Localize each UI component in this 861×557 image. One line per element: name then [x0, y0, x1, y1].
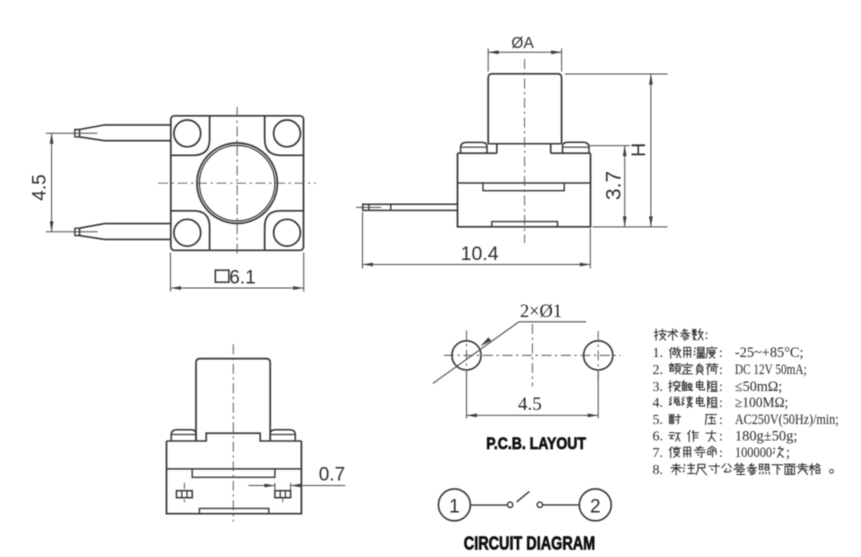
svg-text:;: ;	[786, 445, 790, 461]
svg-text:DC 12V 50mA;: DC 12V 50mA;	[735, 362, 807, 378]
svg-text:100000: 100000	[735, 445, 772, 461]
svg-text:≥100MΩ;: ≥100MΩ;	[735, 395, 788, 411]
svg-text:2.: 2.	[653, 363, 664, 378]
svg-text:2×Ø1: 2×Ø1	[520, 301, 562, 322]
svg-text::: :	[719, 363, 723, 378]
svg-text:1: 1	[449, 496, 460, 517]
svg-text::: :	[719, 446, 723, 461]
svg-text:7.: 7.	[653, 446, 664, 461]
svg-text:0.7: 0.7	[319, 464, 345, 485]
svg-text::: :	[719, 413, 723, 428]
svg-text:8.: 8.	[653, 463, 664, 478]
svg-text:-25~+85°C;: -25~+85°C;	[735, 345, 804, 361]
svg-text:6.: 6.	[653, 430, 664, 445]
svg-text:AC250V(50Hz)/min;: AC250V(50Hz)/min;	[735, 412, 839, 428]
svg-text:1.: 1.	[653, 346, 664, 361]
svg-text::: :	[719, 346, 723, 361]
svg-text:≤50mΩ;: ≤50mΩ;	[735, 379, 782, 395]
svg-text:4.5: 4.5	[30, 174, 51, 200]
svg-text::: :	[719, 380, 723, 395]
svg-text::: :	[719, 396, 723, 411]
svg-text:H: H	[628, 143, 650, 157]
svg-text:180g±50g;: 180g±50g;	[735, 429, 798, 445]
svg-text:4.: 4.	[653, 396, 664, 411]
svg-text:CIRCUIT DIAGRAM: CIRCUIT DIAGRAM	[464, 532, 595, 553]
svg-text:3.7: 3.7	[603, 171, 626, 200]
svg-text::: :	[705, 328, 709, 343]
svg-text:2: 2	[590, 496, 601, 517]
svg-text:P.C.B. LAYOUT: P.C.B. LAYOUT	[486, 434, 586, 453]
svg-text::: :	[719, 430, 723, 445]
svg-text:3.: 3.	[653, 380, 664, 395]
svg-text:ØA: ØA	[511, 35, 534, 52]
svg-text:10.4: 10.4	[461, 243, 499, 265]
svg-text:4.5: 4.5	[518, 394, 542, 415]
svg-text:6.1: 6.1	[229, 268, 255, 289]
svg-text:5.: 5.	[653, 413, 664, 428]
